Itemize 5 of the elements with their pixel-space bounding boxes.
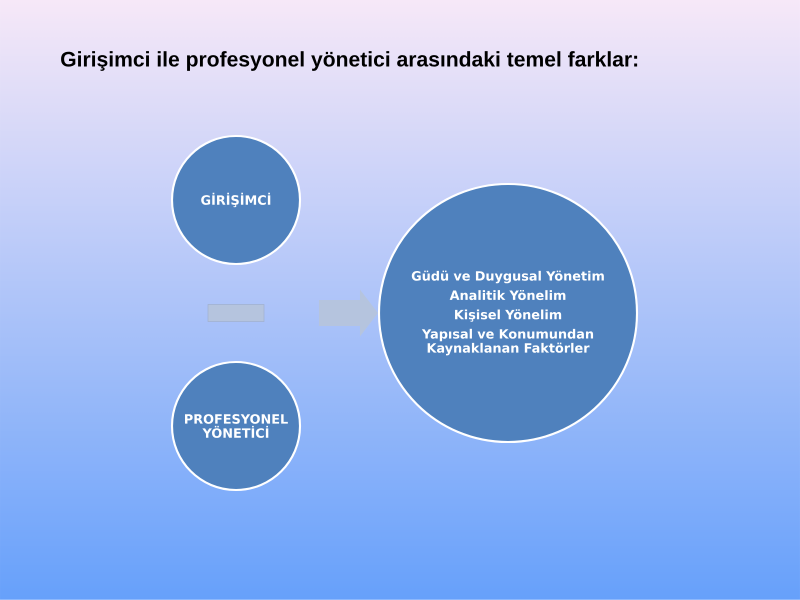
minus-sign	[208, 304, 264, 322]
circle-node: PROFESYONEL YÖNETİCİ	[170, 360, 302, 492]
title: Girişimci ile profesyonel yönetici arasındaki temel farklar:	[61, 51, 638, 71]
circle-node: GİRİŞİMCİ	[170, 134, 302, 266]
circle-node: Güdü ve Duygusal Yönetim Analitik Yönelim Kişisel Yönelim Yapısal ve Konumundan Kaynaklanan Faktörler	[378, 182, 638, 444]
